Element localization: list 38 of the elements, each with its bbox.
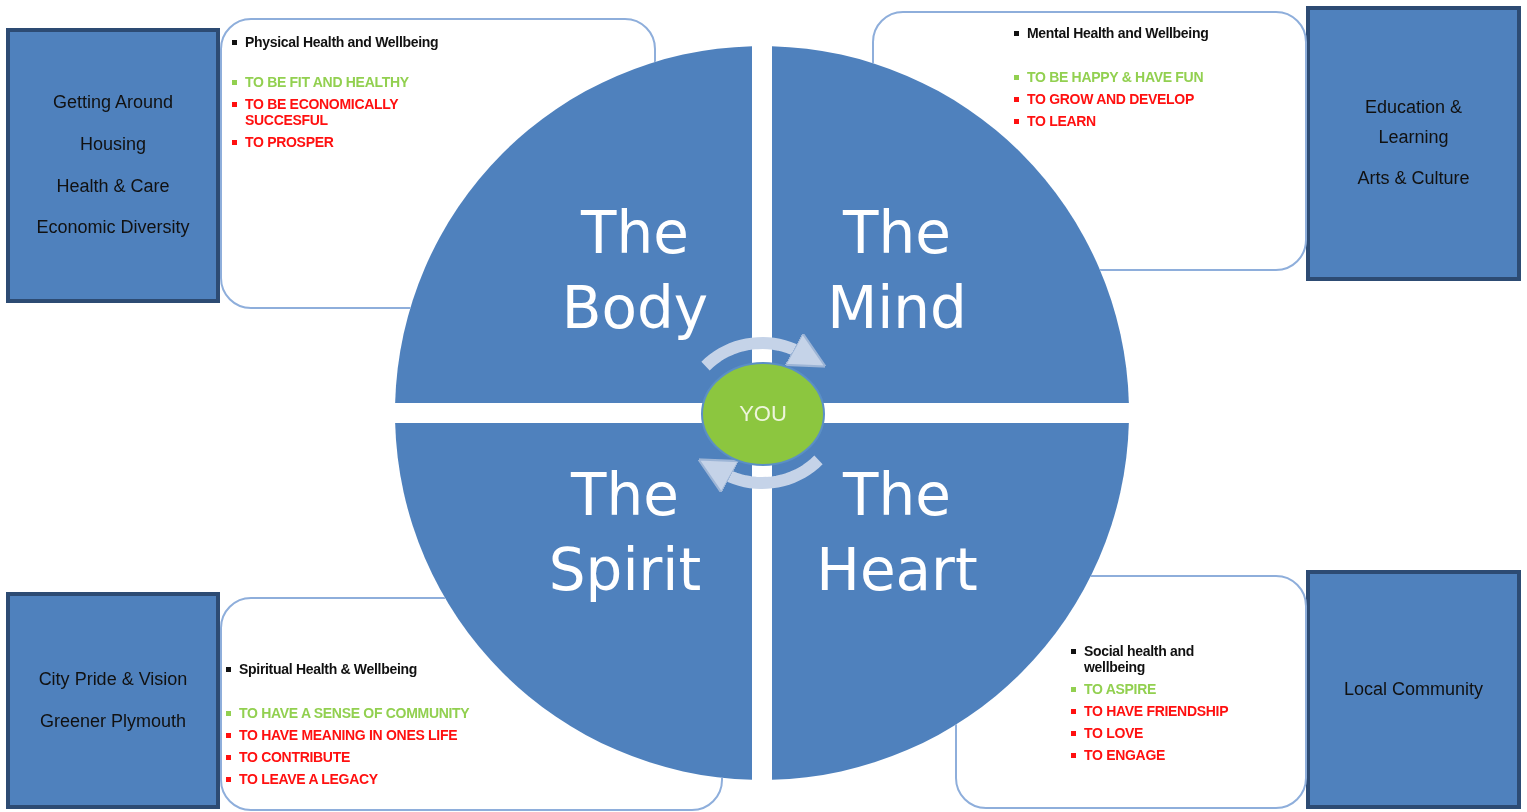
- goal-item: TO HAVE MEANING IN ONES LIFE: [239, 727, 458, 744]
- theme-box: [1306, 6, 1521, 281]
- goal-item: TO BE FIT AND HEALTHY: [245, 74, 409, 91]
- goal-item: TO HAVE A SENSE OF COMMUNITY: [239, 705, 470, 722]
- theme-label: Greener Plymouth: [39, 709, 187, 733]
- theme-label: Health & Care: [56, 174, 170, 198]
- theme-label: Getting Around: [52, 91, 174, 115]
- theme-label: Housing: [79, 132, 146, 156]
- goal-item: TO BE ECONOMICALLY SUCCESFUL: [245, 96, 400, 129]
- quadrant-title: The Mind: [826, 198, 968, 345]
- goal-item: TO PROSPER: [245, 134, 334, 151]
- theme-label: Arts & Culture: [1357, 167, 1470, 191]
- theme-label: City Pride & Vision: [38, 667, 188, 691]
- goal-item: TO LEAVE A LEGACY: [239, 771, 378, 788]
- card-heading: Social health and wellbeing: [1084, 643, 1196, 676]
- cycle-arrow: [701, 332, 827, 371]
- goal-item: TO ENGAGE: [1084, 747, 1166, 764]
- theme-label: Education & Learning: [1363, 95, 1464, 149]
- theme-label: Local Community: [1343, 677, 1484, 701]
- card-heading: Mental Health and Wellbeing: [1027, 25, 1209, 42]
- quadrant-title: The Heart: [815, 460, 979, 607]
- theme-box: [6, 592, 220, 809]
- goal-item: TO LOVE: [1084, 725, 1144, 742]
- card-heading: Physical Health and Wellbeing: [245, 34, 439, 51]
- theme-box: [1306, 570, 1521, 809]
- goal-item: TO BE HAPPY & HAVE FUN: [1027, 69, 1204, 86]
- quadrant-title: The Body: [560, 198, 710, 345]
- cycle-arrow: [697, 455, 823, 494]
- goal-item: TO HAVE FRIENDSHIP: [1084, 703, 1229, 720]
- goal-item: TO ASPIRE: [1084, 681, 1156, 698]
- card-heading: Spiritual Health & Wellbeing: [239, 661, 418, 678]
- goal-item: TO CONTRIBUTE: [239, 749, 350, 766]
- quadrant-title: The Spirit: [547, 460, 703, 607]
- theme-box: [6, 28, 220, 303]
- center-label: YOU: [739, 401, 787, 427]
- goal-item: TO GROW AND DEVELOP: [1027, 91, 1194, 108]
- goal-item: TO LEARN: [1027, 113, 1096, 130]
- theme-label: Economic Diversity: [36, 216, 190, 240]
